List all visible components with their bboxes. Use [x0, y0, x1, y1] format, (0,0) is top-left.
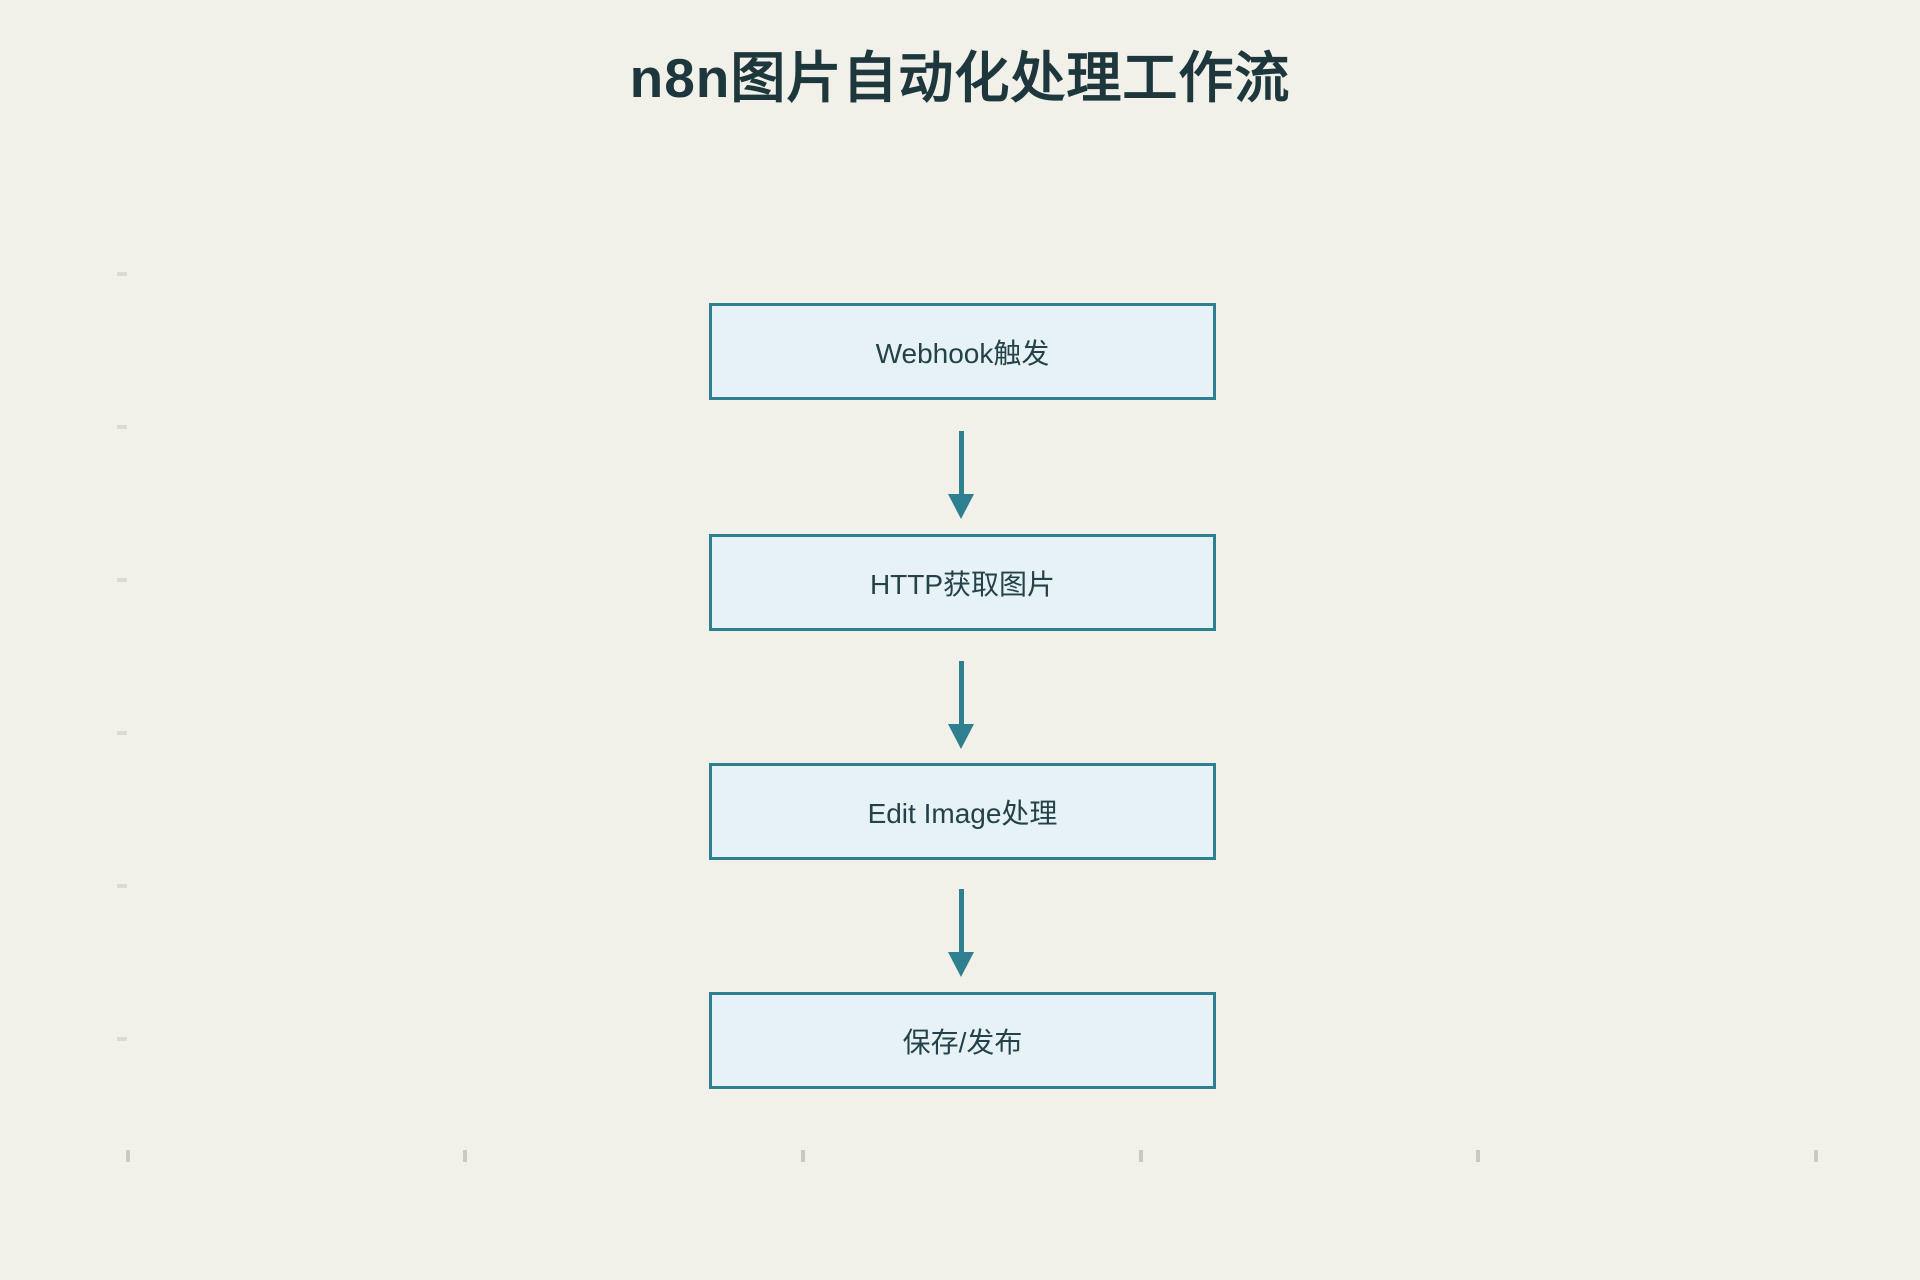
y-tick-mark [117, 884, 127, 888]
flow-node-edit-image-process: Edit Image处理 [709, 763, 1216, 860]
flow-node-webhook-trigger: Webhook触发 [709, 303, 1216, 400]
flow-arrow-3 [948, 889, 974, 977]
flow-node-save-publish: 保存/发布 [709, 992, 1216, 1089]
arrow-down-icon [948, 724, 974, 749]
y-tick-mark [117, 731, 127, 735]
x-tick-mark [463, 1150, 467, 1162]
y-tick-mark [117, 425, 127, 429]
flow-arrow-2 [948, 661, 974, 749]
x-tick-mark [1476, 1150, 1480, 1162]
x-tick-mark [126, 1150, 130, 1162]
y-tick-mark [117, 578, 127, 582]
arrow-stem [958, 889, 964, 953]
flow-node-http-fetch-image: HTTP获取图片 [709, 534, 1216, 631]
arrow-stem [958, 661, 964, 725]
node-label: HTTP获取图片 [869, 568, 1056, 600]
y-tick-mark [117, 1037, 127, 1041]
arrow-stem [958, 431, 964, 495]
node-label: 保存/发布 [902, 1026, 1023, 1058]
node-label: Edit Image处理 [867, 797, 1058, 829]
page-title: n8n图片自动化处理工作流 [629, 47, 1291, 109]
x-tick-mark [801, 1150, 805, 1162]
flow-arrow-1 [948, 431, 974, 519]
node-label: Webhook触发 [875, 337, 1050, 369]
y-tick-mark [117, 272, 127, 276]
x-tick-mark [1814, 1150, 1818, 1162]
arrow-down-icon [948, 952, 974, 977]
x-tick-mark [1139, 1150, 1143, 1162]
arrow-down-icon [948, 494, 974, 519]
